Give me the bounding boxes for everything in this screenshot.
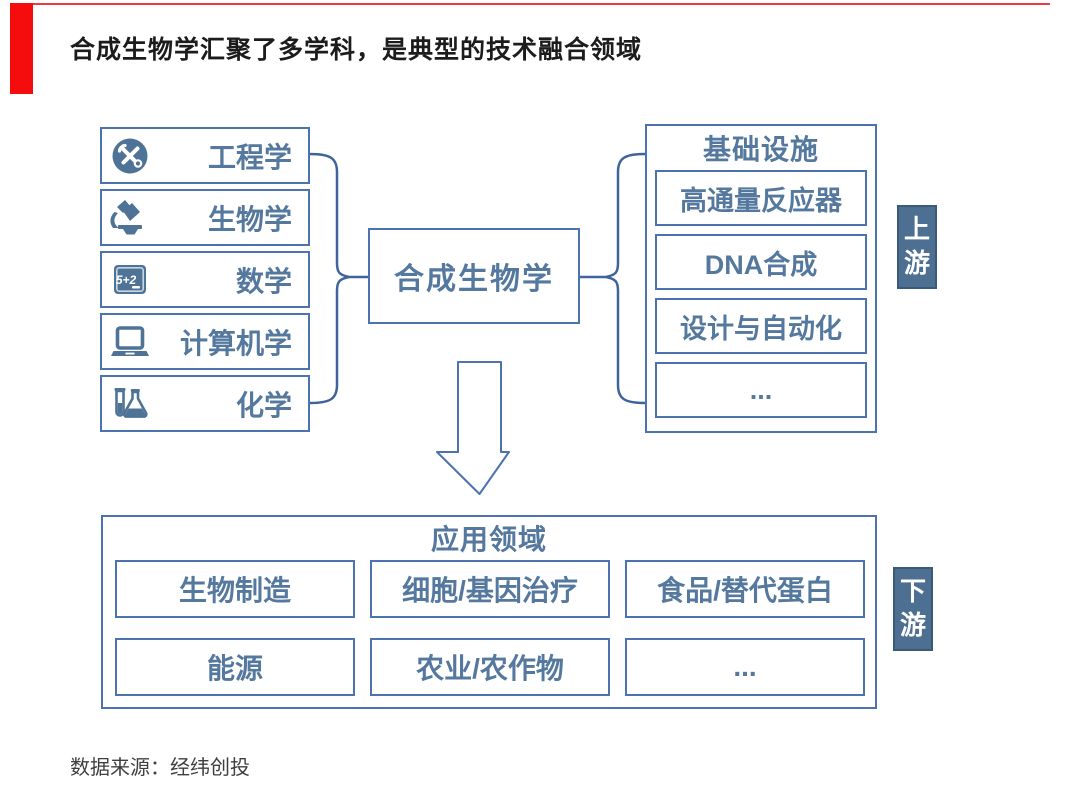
- application-item: 细胞/基因治疗: [370, 560, 610, 618]
- page-title: 合成生物学汇聚了多学科，是典型的技术融合领域: [70, 36, 643, 64]
- application-item-ellipsis: ...: [625, 638, 865, 696]
- infrastructure-item-ellipsis: ...: [655, 362, 867, 418]
- applications-grid: 生物制造 细胞/基因治疗 食品/替代蛋白 能源 农业/农作物 ...: [115, 560, 865, 696]
- discipline-label: 数学: [235, 265, 292, 297]
- application-item: 食品/替代蛋白: [625, 560, 865, 618]
- application-item: 农业/农作物: [370, 638, 610, 696]
- microscope-icon: [110, 199, 142, 234]
- discipline-row-engineering: 工程学: [100, 127, 310, 184]
- left-brace: [308, 152, 350, 405]
- title-accent-bar: [10, 3, 33, 94]
- infrastructure-item: 高通量反应器: [655, 170, 867, 226]
- infrastructure-item: 设计与自动化: [655, 298, 867, 354]
- application-item: 生物制造: [115, 560, 355, 618]
- infrastructure-panel: 基础设施 高通量反应器 DNA合成 设计与自动化 ...: [645, 124, 877, 433]
- tools-icon: [112, 138, 148, 173]
- applications-header: 应用领域: [430, 524, 547, 555]
- discipline-row-math: 5+2 数学: [100, 251, 310, 308]
- discipline-label: 工程学: [207, 141, 292, 173]
- discipline-row-chemistry: 化学: [100, 375, 310, 432]
- right-brace: [605, 152, 647, 405]
- discipline-row-computer-science: 计算机学: [100, 313, 310, 370]
- top-accent-line: [10, 3, 1050, 5]
- discipline-label: 化学: [235, 389, 292, 421]
- infrastructure-header: 基础设施: [702, 134, 819, 165]
- discipline-row-biology: 生物学: [100, 189, 310, 246]
- laptop-icon: [111, 325, 149, 356]
- discipline-list: 工程学 生物学 5+2 数学: [100, 127, 310, 432]
- chemistry-icon: [114, 387, 148, 418]
- application-item: 能源: [115, 638, 355, 696]
- data-source-note: 数据来源：经纬创投: [70, 757, 250, 779]
- blackboard-equation: 5+2: [116, 273, 137, 287]
- discipline-label: 计算机学: [179, 327, 292, 359]
- blackboard-icon: 5+2: [114, 264, 146, 294]
- down-arrow: [436, 361, 510, 495]
- discipline-label: 生物学: [207, 203, 292, 235]
- downstream-badge: 下游: [893, 567, 933, 651]
- center-node-synthetic-biology: 合成生物学: [368, 228, 580, 324]
- upstream-badge: 上游: [897, 205, 937, 289]
- applications-panel: 应用领域 生物制造 细胞/基因治疗 食品/替代蛋白 能源 农业/农作物 ...: [101, 515, 877, 709]
- infrastructure-item: DNA合成: [655, 234, 867, 290]
